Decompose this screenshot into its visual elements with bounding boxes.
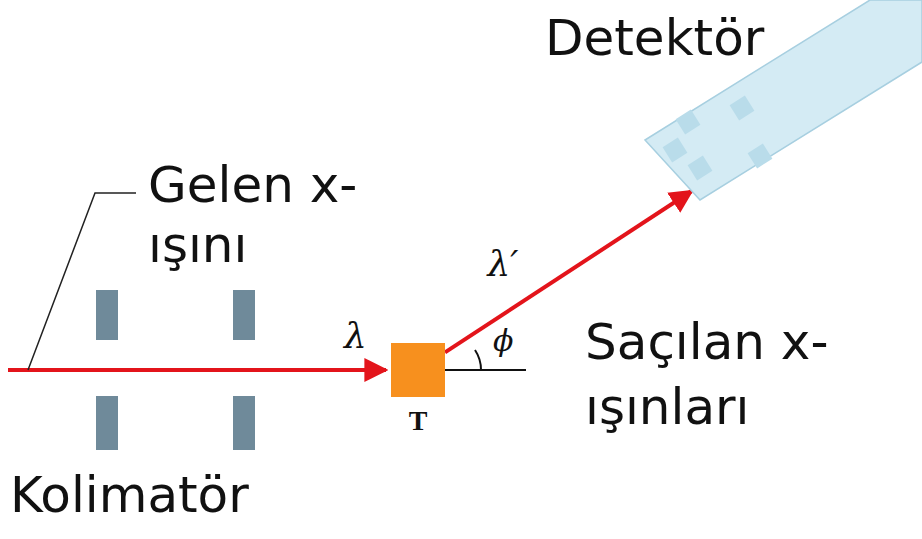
angle-symbol: ϕ [493, 324, 513, 357]
wavelength-symbol: λ′ [488, 244, 519, 284]
detector-window [748, 144, 773, 169]
detector: Detektör [540, 0, 922, 215]
leader-line [28, 193, 136, 370]
detector-label: Detektör [545, 10, 764, 68]
target-label: T [409, 407, 428, 435]
detector-window [676, 110, 701, 135]
angle-arc [475, 350, 481, 370]
collimator-slit [96, 290, 118, 340]
incident-ray [8, 368, 386, 372]
incident-label: Gelen x-ışını [148, 155, 368, 275]
wavelength-symbol: λ [344, 316, 367, 356]
target-box: T [391, 343, 445, 397]
detector-window [730, 96, 755, 121]
collimator-slit [233, 396, 255, 450]
detector-window [663, 138, 688, 163]
collimator-label: Kolimatör [10, 465, 249, 525]
collimator-slit [96, 396, 118, 450]
reference-line [445, 369, 526, 371]
detector-window [688, 156, 713, 181]
collimator-slit [233, 290, 255, 340]
scattered-label: Saçılan x-ışınları [585, 310, 845, 440]
